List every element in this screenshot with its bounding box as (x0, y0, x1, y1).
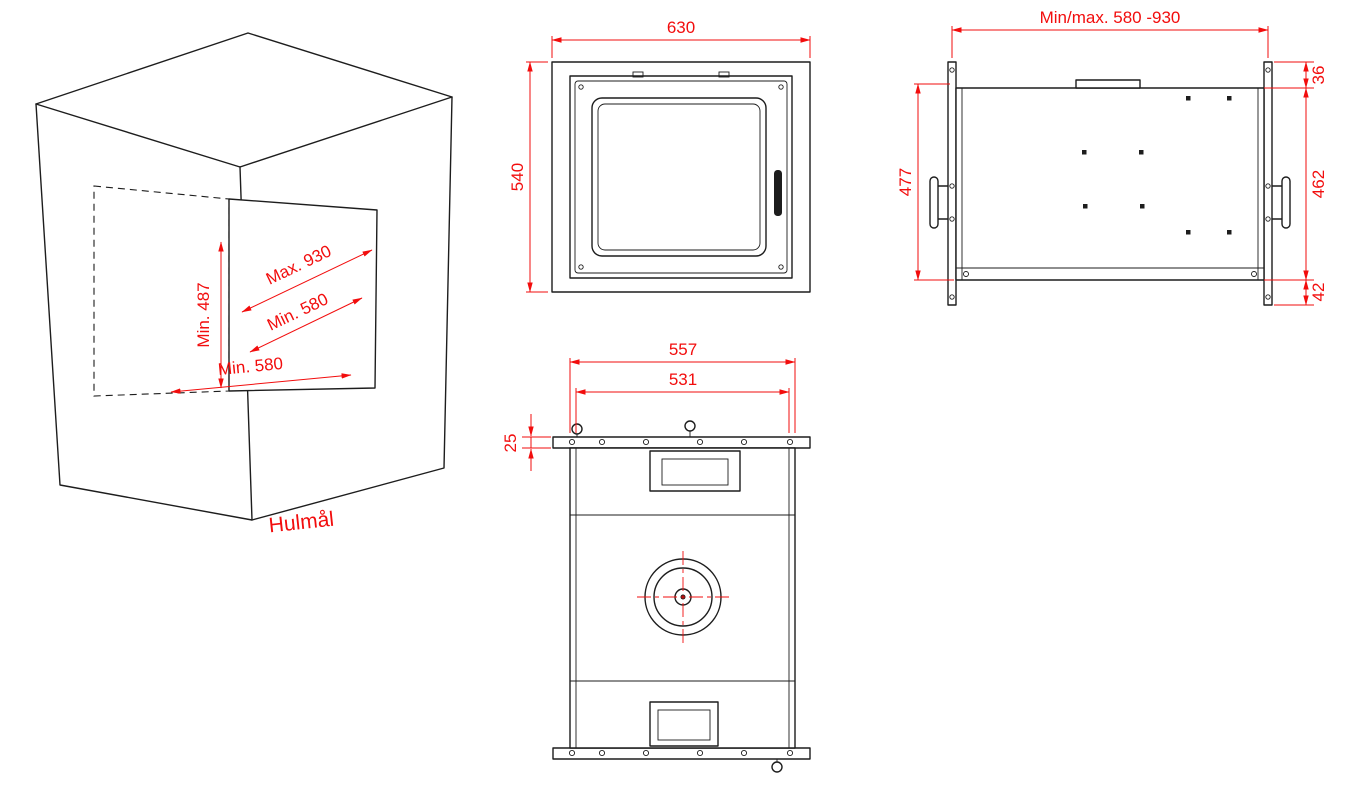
top-view-body-inner-lines (575, 448, 790, 748)
dim-rear-overall-height: 477 (896, 83, 954, 281)
top-view-lower-flange (552, 747, 811, 760)
top-view: 557 531 25 (501, 340, 811, 773)
rear-body (955, 87, 1265, 281)
dim-rear-top-offset-label: 36 (1309, 66, 1328, 85)
dim-front-height: 540 (508, 61, 548, 293)
dim-cavity-height-label: Min. 487 (194, 282, 213, 347)
door-handle (774, 170, 782, 216)
dim-top-flange-depth: 25 (501, 414, 551, 471)
dim-rear-width-range: Min/max. 580 -930 (951, 8, 1269, 58)
dim-rear-width-range-label: Min/max. 580 -930 (1040, 8, 1181, 27)
rear-left-handle (929, 176, 949, 229)
dim-top-body-width-label: 557 (669, 340, 697, 359)
top-view-panel-seams (570, 514, 795, 682)
flue-collar-top (1075, 79, 1141, 89)
rear-foot-right (1251, 271, 1257, 277)
flue-outlet (637, 551, 729, 643)
isometric-view: Min. 487 Max. 930 Min. 580 Min. 580 Hulm… (35, 32, 453, 537)
top-view-flange-screws (568, 438, 794, 757)
front-frame-clip-left (632, 71, 644, 78)
dim-front-height-label: 540 (508, 163, 527, 191)
rear-view: Min/max. 580 -930 477 36 462 42 (896, 8, 1328, 306)
front-corner-screws (578, 84, 784, 270)
dim-rear-body-height-label: 462 (1309, 170, 1328, 198)
front-door-glass-inner-line (597, 103, 761, 251)
dim-rear-right-stack: 36 462 42 (1264, 61, 1328, 306)
dim-rear-bottom-offset-label: 42 (1309, 283, 1328, 302)
top-view-upper-box-inner (661, 458, 729, 486)
top-view-lower-box (649, 701, 719, 747)
dim-top-body-width: 557 (569, 340, 796, 433)
dim-top-inner-width: 531 (575, 370, 790, 433)
front-door-frame (569, 75, 793, 279)
rear-right-handle (1271, 176, 1291, 229)
flue-center-marks (637, 551, 729, 643)
dim-top-inner-width-label: 531 (669, 370, 697, 389)
rear-foot-left (963, 271, 969, 277)
dim-rear-overall-height-label: 477 (896, 168, 915, 196)
front-view: 630 540 (508, 18, 811, 293)
rear-flange-screws (949, 67, 1271, 300)
top-view-upper-flange (552, 436, 811, 449)
rear-body-inner-lines (956, 88, 1264, 280)
dim-top-flange-depth-label: 25 (501, 434, 520, 453)
dim-cavity-height: Min. 487 (194, 241, 224, 389)
dim-front-width-label: 630 (667, 18, 695, 37)
front-door-glass (591, 97, 767, 257)
lifting-eyelets (571, 420, 783, 773)
rear-air-holes (1082, 96, 1232, 235)
top-view-upper-box (649, 450, 741, 492)
dim-front-width: 630 (551, 18, 811, 58)
top-view-lower-box-inner (657, 709, 711, 741)
front-frame-clip-right (718, 71, 730, 78)
front-door-frame-inner-line (574, 80, 788, 274)
